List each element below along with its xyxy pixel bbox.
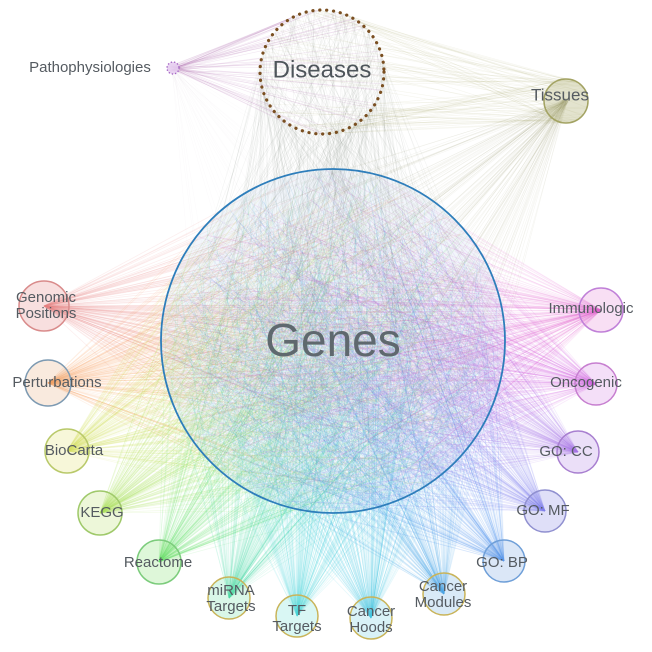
node-genes[interactable] <box>160 168 506 514</box>
node-label-tissues: Tissues <box>531 85 589 104</box>
node-cancer-modules[interactable] <box>422 572 466 616</box>
node-go-bp[interactable] <box>482 539 526 583</box>
node-label-diseases: Diseases <box>273 56 372 83</box>
edge-group-go-mf <box>166 173 546 512</box>
node-biocarta[interactable] <box>44 428 90 474</box>
node-perturbations[interactable] <box>24 359 72 407</box>
node-go-mf[interactable] <box>523 489 567 533</box>
edge-group-cancer-modules <box>169 170 498 595</box>
node-label-reactome: Reactome <box>124 554 192 571</box>
node-diseases[interactable] <box>258 8 386 136</box>
node-cancer-hoods[interactable] <box>349 596 393 640</box>
node-reactome[interactable] <box>136 539 182 585</box>
edge-group-perturbations <box>47 186 503 502</box>
node-kegg[interactable] <box>77 490 123 536</box>
node-label-go-mf: GO: MF <box>516 502 569 519</box>
edge-group-diseases-pathophysiologies <box>170 9 384 135</box>
edge-group-tissues-genes <box>164 97 570 512</box>
node-label-perturbations: Perturbations <box>12 374 101 391</box>
node-label-go-bp: GO: BP <box>476 554 528 571</box>
node-mirna-targets[interactable] <box>207 576 251 620</box>
node-label-genes: Genes <box>265 314 401 366</box>
node-label-biocarta: BioCarta <box>45 442 104 459</box>
node-genomic-positions[interactable] <box>18 280 70 332</box>
edge-group-pathophysiologies-genes <box>169 65 470 485</box>
edge-group-oncogenic <box>164 175 597 504</box>
edge-group-biocarta <box>66 173 501 505</box>
node-label-oncogenic: Oncogenic <box>550 374 622 391</box>
node-go-cc[interactable] <box>556 430 600 474</box>
edge-group-go-bp <box>168 172 505 562</box>
node-label-go-cc: GO: CC <box>539 443 593 460</box>
node-tf-targets[interactable] <box>275 594 319 638</box>
node-immunologic[interactable] <box>578 287 624 333</box>
edge-group-immunologic <box>175 169 602 501</box>
edge-group-go-cc <box>163 169 579 511</box>
node-pathophysiologies[interactable] <box>166 61 180 75</box>
node-label-pathophysiologies: Pathophysiologies <box>29 59 151 76</box>
edge-group-diseases-genes <box>163 10 498 508</box>
node-oncogenic[interactable] <box>574 362 618 406</box>
node-label-immunologic: Immunologic <box>548 300 634 317</box>
edge-group-tf-targets <box>174 182 494 617</box>
node-label-kegg: KEGG <box>80 504 123 521</box>
edge-group-cancer-hoods <box>165 186 499 619</box>
edge-group-kegg <box>99 177 501 514</box>
node-tissues[interactable] <box>543 78 589 124</box>
edge-group-mirna-targets <box>164 172 502 599</box>
edge-group-genomic-positions <box>43 177 494 492</box>
edge-group-reactome <box>158 177 495 563</box>
